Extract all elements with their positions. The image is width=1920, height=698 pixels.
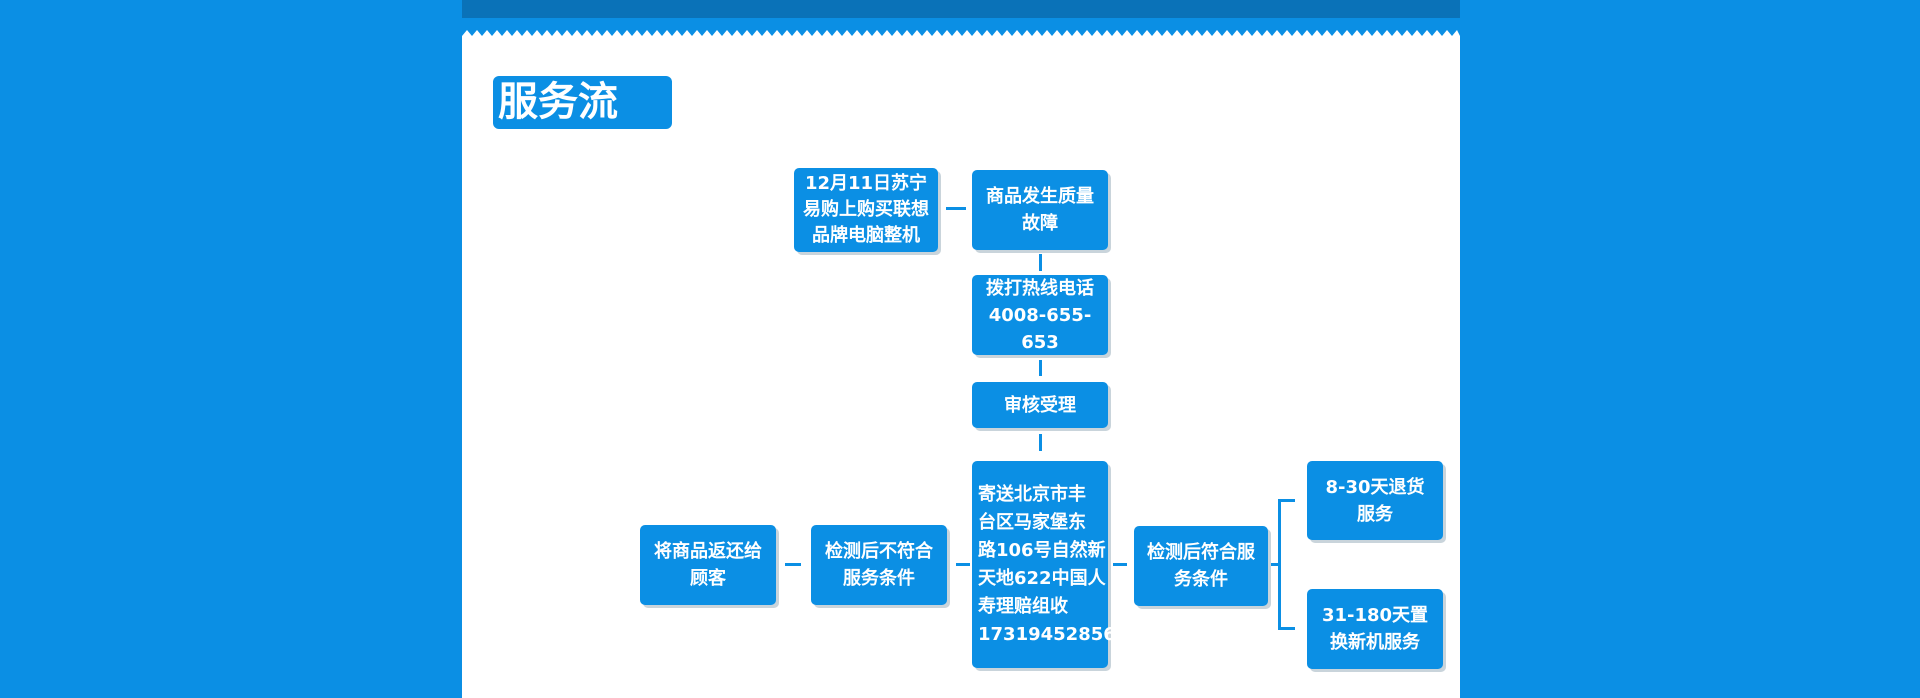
node-fail-label: 检测后不符合 服务条件 xyxy=(825,541,933,589)
panel-top-bar xyxy=(462,0,1460,18)
node-hotline-label: 拨打热线电话 4008-655-653 xyxy=(986,277,1094,353)
connector-pass-brace xyxy=(1270,563,1280,566)
node-fail: 检测后不符合 服务条件 xyxy=(811,525,947,605)
node-fault: 商品发生质量 故障 xyxy=(972,170,1108,250)
connector-fault-hotline xyxy=(1039,254,1042,271)
connector-purchase-fault xyxy=(946,207,966,210)
node-hotline: 拨打热线电话 4008-655-653 xyxy=(972,275,1108,355)
zigzag-edge xyxy=(462,18,1460,42)
connector-send-pass xyxy=(1113,563,1127,566)
node-purchase-label: 12月11日苏宁 易购上购买联想 品牌电脑整机 xyxy=(803,173,929,246)
connector-review-send xyxy=(1039,434,1042,451)
node-refund-label: 8-30天退货 服务 xyxy=(1325,476,1425,525)
zigzag-edge-svg xyxy=(462,30,1460,42)
node-replace: 31-180天置 换新机服务 xyxy=(1307,589,1443,669)
connector-return-fail xyxy=(785,563,801,566)
node-fault-label: 商品发生质量 故障 xyxy=(986,186,1094,234)
connector-hotline-review xyxy=(1039,360,1042,376)
connector-fail-send xyxy=(956,563,970,566)
node-pass: 检测后符合服 务条件 xyxy=(1134,526,1268,606)
node-review-label: 审核受理 xyxy=(1004,394,1076,416)
node-pass-label: 检测后符合服 务条件 xyxy=(1147,542,1255,590)
node-refund: 8-30天退货 服务 xyxy=(1307,461,1443,540)
node-replace-label: 31-180天置 换新机服务 xyxy=(1321,605,1429,653)
node-return-label: 将商品返还给 顾客 xyxy=(654,541,762,589)
node-review: 审核受理 xyxy=(972,382,1108,428)
branch-brace xyxy=(1278,499,1295,630)
node-send-label: 寄送北京市丰 台区马家堡东 路106号自然新 天地622中国人 寿理赔组收 17… xyxy=(978,483,1116,645)
node-return: 将商品返还给 顾客 xyxy=(640,525,776,605)
node-send: 寄送北京市丰 台区马家堡东 路106号自然新 天地622中国人 寿理赔组收 17… xyxy=(972,461,1116,668)
node-purchase: 12月11日苏宁 易购上购买联想 品牌电脑整机 xyxy=(794,168,938,252)
content-panel: 服务流程: 12月11日苏宁 易购上购买联想 品牌电脑整机 商品发生质量 故障 … xyxy=(462,0,1460,698)
page-title: 服务流程: xyxy=(493,76,672,178)
